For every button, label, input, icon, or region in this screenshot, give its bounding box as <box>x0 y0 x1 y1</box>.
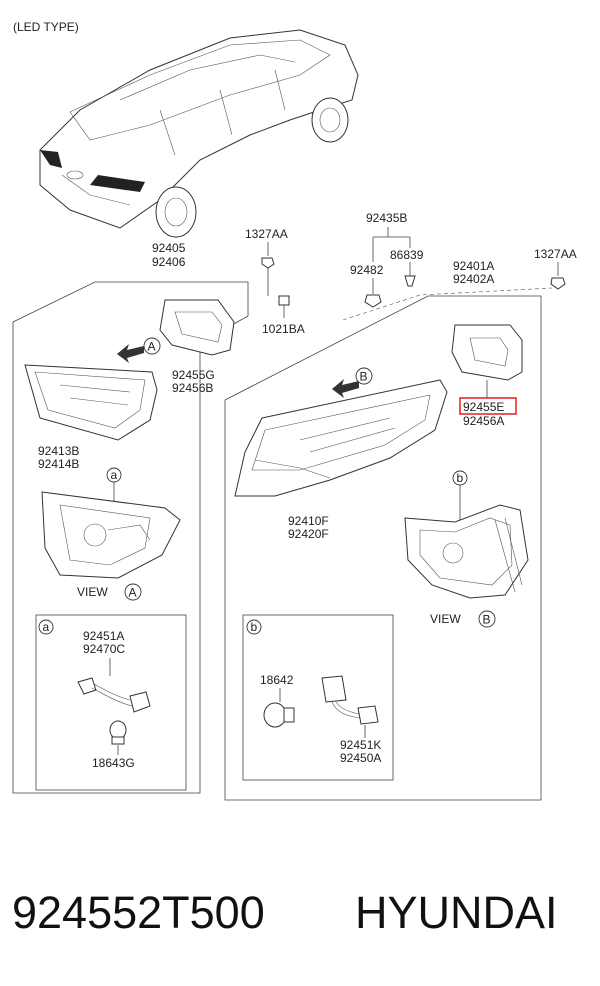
callout-92482: 92482 <box>350 263 384 277</box>
right-rear-view-shape <box>404 504 529 599</box>
callout-18642: 18642 <box>260 673 294 687</box>
marker-B-label: B <box>360 370 368 384</box>
callout-92455g: 92455G <box>172 368 215 382</box>
marker-a-label: a <box>111 468 118 482</box>
view-a-marker-label: A <box>129 586 137 600</box>
view-a-label: VIEW <box>77 585 108 599</box>
detail-box-a <box>35 614 187 791</box>
callout-92413b: 92413B <box>38 444 79 458</box>
grommet-icon <box>278 295 290 306</box>
left-gasket-shape <box>159 299 235 356</box>
callout-1021ba: 1021BA <box>262 322 305 336</box>
socket-harness-b-shape <box>321 675 379 725</box>
clip-icon <box>404 275 416 287</box>
left-lamp-shape <box>24 364 158 441</box>
callout-92420f: 92420F <box>288 527 329 541</box>
marker-A-label: A <box>148 340 156 354</box>
screw-icon <box>261 257 275 269</box>
callout-92455e: 92455E <box>463 400 504 414</box>
callout-92414b: 92414B <box>38 457 79 471</box>
nut-icon <box>364 294 382 308</box>
car-illustration <box>39 29 359 238</box>
left-rear-view-shape <box>41 491 181 579</box>
led-type-label: (LED TYPE) <box>13 20 79 34</box>
detail-b-marker: b <box>251 620 258 634</box>
marker-b-label: b <box>457 471 464 485</box>
callout-92401a: 92401A <box>453 259 494 273</box>
callout-1327aa-left: 1327AA <box>245 227 288 241</box>
part-number: 924552T500 <box>12 887 265 938</box>
detail-box-b <box>242 614 394 781</box>
marker-B-circle <box>355 367 373 385</box>
callout-92410f: 92410F <box>288 514 329 528</box>
right-lamp-shape <box>234 379 448 497</box>
callout-92450a: 92450A <box>340 751 381 765</box>
screw-right-icon <box>550 277 566 290</box>
marker-A-circle <box>143 337 161 355</box>
bulb-18643g-shape <box>109 720 127 745</box>
view-b-label: VIEW <box>430 612 461 626</box>
callout-92435b: 92435B <box>366 211 407 225</box>
arrow-a-icon <box>117 344 144 363</box>
right-panel-outline <box>224 295 542 801</box>
callout-1327aa-right: 1327AA <box>534 247 577 261</box>
callout-92402a: 92402A <box>453 272 494 286</box>
callout-92456a: 92456A <box>463 414 504 428</box>
brand-name: HYUNDAI <box>355 887 558 938</box>
callout-92451a: 92451A <box>83 629 124 643</box>
view-b-marker-circle <box>478 610 496 628</box>
view-b-marker-label: B <box>483 613 491 627</box>
callout-18643g: 18643G <box>92 756 135 770</box>
callout-86839: 86839 <box>390 248 424 262</box>
right-gasket-shape <box>451 324 523 381</box>
callout-92456b: 92456B <box>172 381 213 395</box>
view-a-marker-circle <box>124 583 142 601</box>
socket-harness-a-shape <box>77 677 151 713</box>
callout-92470c: 92470C <box>83 642 125 656</box>
callout-92451k: 92451K <box>340 738 381 752</box>
arrow-b-icon <box>332 379 359 398</box>
highlight-box <box>459 397 517 415</box>
bulb-18642-shape <box>263 702 295 728</box>
callout-92405: 92405 <box>152 241 186 255</box>
detail-a-marker: a <box>43 620 50 634</box>
callout-92406: 92406 <box>152 255 186 269</box>
